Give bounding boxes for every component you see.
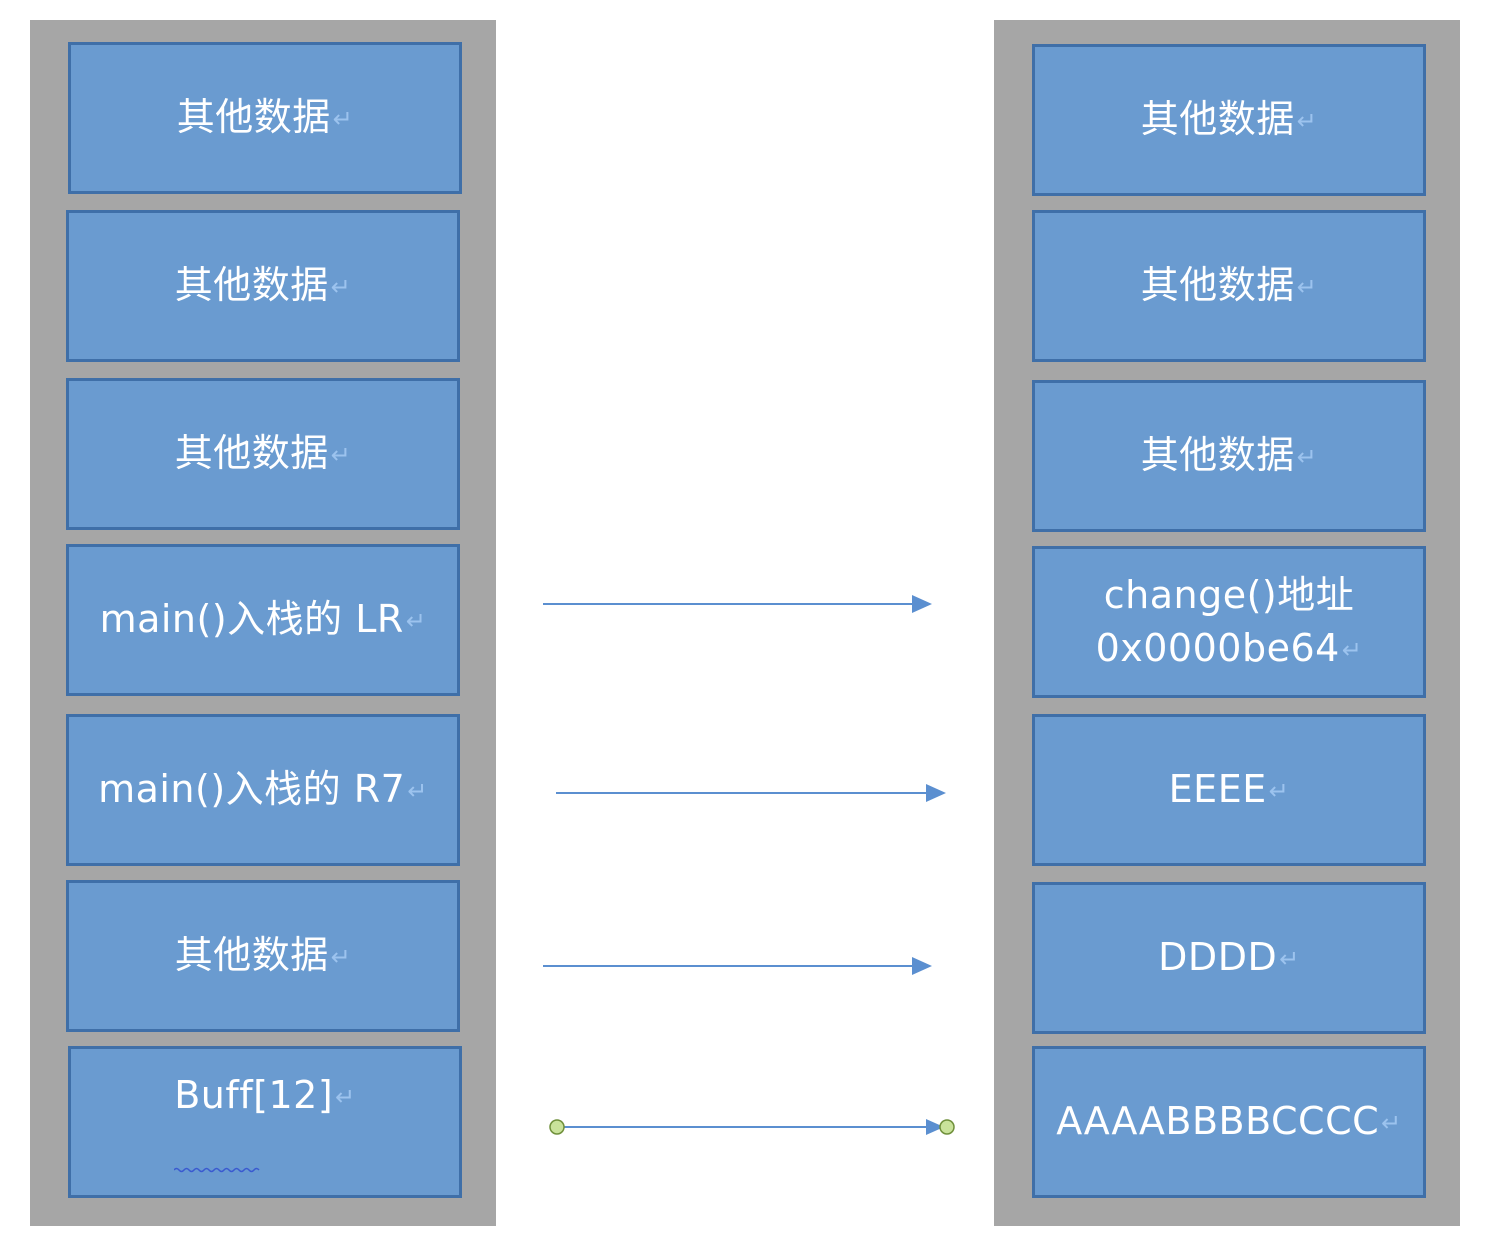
cell-label: Buff[12] <box>174 1072 334 1117</box>
cell-label: EEEE <box>1168 767 1267 812</box>
cell-label: 其他数据 <box>1140 433 1295 478</box>
cell-label: 其他数据 <box>1140 97 1295 142</box>
return-mark-icon: ↵ <box>407 777 428 806</box>
arrowhead-icon <box>912 595 932 613</box>
cell-label: 其他数据 <box>174 263 329 308</box>
return-mark-icon: ↵ <box>1268 777 1290 806</box>
return-mark-icon: ↵ <box>1279 945 1300 974</box>
connector-end-handle-icon[interactable] <box>939 1119 955 1135</box>
right-cell-change-address: change()地址 0x0000be64↵ <box>1032 546 1426 698</box>
right-cell-eeee: EEEE↵ <box>1032 714 1426 866</box>
return-mark-icon: ↵ <box>1296 443 1318 472</box>
return-mark-icon: ↵ <box>330 943 352 972</box>
cell-label: 其他数据 <box>174 933 329 978</box>
right-cell-aaaabbbbcccc: AAAABBBBCCCC↵ <box>1032 1046 1426 1198</box>
cell-label: 其他数据 <box>176 95 331 140</box>
cell-label: AAAABBBBCCCC <box>1056 1099 1380 1144</box>
return-mark-icon: ↵ <box>1296 273 1318 302</box>
arrow-lr-to-change <box>543 595 932 613</box>
return-mark-icon: ↵ <box>330 441 352 470</box>
left-cell-other-data-3: 其他数据↵ <box>66 378 460 530</box>
spellcheck-squiggle-icon <box>174 1167 260 1173</box>
right-cell-other-data-3: 其他数据↵ <box>1032 380 1426 532</box>
return-mark-icon: ↵ <box>405 607 427 636</box>
return-mark-icon: ↵ <box>1341 635 1363 664</box>
cell-label: 其他数据 <box>174 431 329 476</box>
left-cell-buff: Buff[12]↵ <box>68 1046 462 1198</box>
left-cell-main-lr: main()入栈的 LR↵ <box>66 544 460 696</box>
right-cell-other-data-1: 其他数据↵ <box>1032 44 1426 196</box>
arrow-buff-to-aaaa[interactable] <box>549 1119 955 1135</box>
cell-label: main()入栈的 R7 <box>98 767 406 812</box>
return-mark-icon: ↵ <box>330 273 352 302</box>
return-mark-icon: ↵ <box>332 105 354 134</box>
cell-label: change()地址 0x0000be64 <box>1095 572 1355 670</box>
left-cell-other-data-1: 其他数据↵ <box>68 42 462 194</box>
left-cell-main-r7: main()入栈的 R7↵ <box>66 714 460 866</box>
right-cell-other-data-2: 其他数据↵ <box>1032 210 1426 362</box>
left-cell-other-data-2: 其他数据↵ <box>66 210 460 362</box>
cell-label: main()入栈的 LR <box>99 597 404 642</box>
arrowhead-icon <box>926 1119 944 1135</box>
connector-start-handle-icon[interactable] <box>549 1119 565 1135</box>
return-mark-icon: ↵ <box>1296 107 1318 136</box>
arrowhead-icon <box>912 957 932 975</box>
arrowhead-icon <box>926 784 946 802</box>
return-mark-icon: ↵ <box>335 1082 356 1111</box>
right-cell-dddd: DDDD↵ <box>1032 882 1426 1034</box>
arrow-other-to-dddd <box>543 957 932 975</box>
arrow-r7-to-eeee <box>556 784 946 802</box>
left-cell-other-data-4: 其他数据↵ <box>66 880 460 1032</box>
return-mark-icon: ↵ <box>1381 1109 1402 1138</box>
cell-label: 其他数据 <box>1140 263 1295 308</box>
cell-label: DDDD <box>1158 935 1278 980</box>
